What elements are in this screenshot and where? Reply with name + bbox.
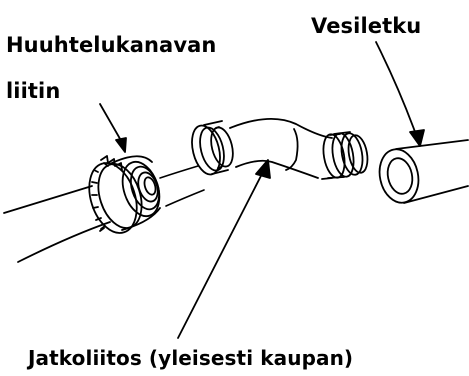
label-water-hose: Vesiletku bbox=[311, 14, 422, 38]
water-hose bbox=[378, 139, 469, 204]
leader-flush-connector bbox=[99, 103, 124, 145]
label-extension-joint: Jatkoliitos (yleisesti kaupan) bbox=[28, 346, 354, 370]
flush-channel-connector bbox=[88, 155, 161, 234]
extension-joint bbox=[191, 117, 369, 180]
leader-lines bbox=[99, 41, 425, 339]
arrowhead-flush-connector bbox=[115, 137, 127, 153]
arrowhead-extension-joint bbox=[255, 159, 271, 179]
leader-extension-joint bbox=[177, 169, 265, 339]
left-hose bbox=[3, 185, 111, 263]
connector-to-joint-hose bbox=[159, 165, 205, 207]
leader-water-hose bbox=[375, 41, 419, 141]
label-flush-connector-line2: liitin bbox=[6, 79, 61, 103]
arrowhead-water-hose bbox=[409, 129, 425, 147]
label-flush-connector-line1: Huuhtelukanavan bbox=[6, 33, 217, 57]
